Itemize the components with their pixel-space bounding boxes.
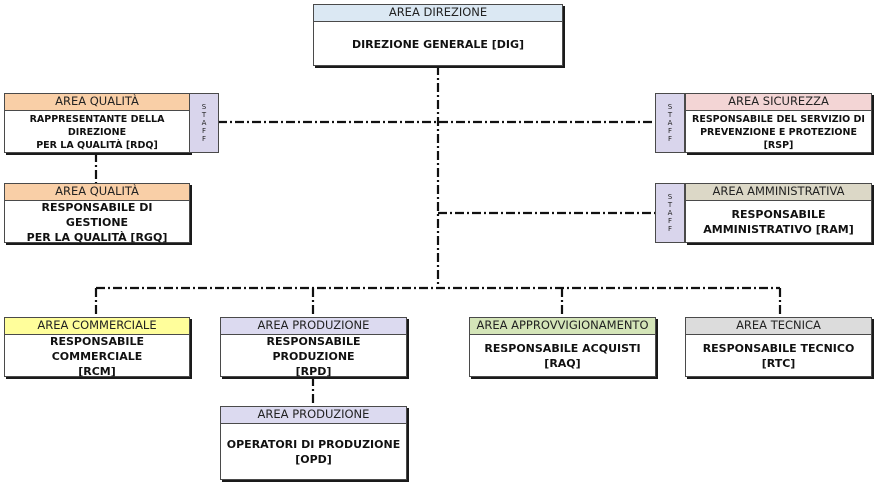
area-header: AREA SICUREZZA	[686, 94, 871, 111]
role-title: RESPONSABILE AMMINISTRATIVO [RAM]	[703, 208, 854, 236]
box-rdq: AREA QUALITÀ RAPPRESENTANTE DELLA DIREZI…	[4, 93, 190, 153]
box-rsp: AREA SICUREZZA RESPONSABILE DEL SERVIZIO…	[685, 93, 872, 153]
staff-letter: S	[201, 103, 207, 111]
role-title: RESPONSABILE DI GESTIONE PER LA QUALITÀ …	[26, 200, 168, 244]
area-header: AREA QUALITÀ	[5, 94, 189, 111]
staff-letter: F	[667, 217, 673, 225]
staff-letter: F	[667, 127, 673, 135]
box-ram: AREA AMMINISTRATIVA RESPONSABILE AMMINIS…	[685, 183, 872, 243]
area-header: AREA TECNICA	[686, 318, 871, 335]
staff-letter: S	[667, 103, 673, 111]
box-rgq: AREA QUALITÀ RESPONSABILE DI GESTIONE PE…	[4, 183, 190, 244]
staff-letter: S	[667, 193, 673, 201]
role-title: OPERATORI DI PRODUZIONE [OPD]	[226, 438, 401, 466]
box-rcm: AREA COMMERCIALE RESPONSABILE COMMERCIAL…	[4, 317, 190, 378]
staff-letter: F	[201, 127, 207, 135]
area-header: AREA QUALITÀ	[5, 184, 189, 201]
role-title: RESPONSABILE PRODUZIONE [RPD]	[266, 334, 361, 378]
staff-letter: F	[201, 135, 207, 143]
staff-letter: A	[667, 119, 673, 127]
box-dig: AREA DIREZIONE DIREZIONE GENERALE [DIG]	[313, 4, 563, 66]
box-raq: AREA APPROVVIGIONAMENTO RESPONSABILE ACQ…	[469, 317, 656, 377]
role-title: RAPPRESENTANTE DELLA DIREZIONE PER LA QU…	[29, 113, 165, 151]
box-opd: AREA PRODUZIONE OPERATORI DI PRODUZIONE …	[220, 406, 407, 480]
staff-letter: T	[667, 111, 673, 119]
role-title: RESPONSABILE DEL SERVIZIO DI PREVENZIONE…	[692, 113, 865, 151]
staff-letter: T	[201, 111, 207, 119]
staff-letter: F	[667, 135, 673, 143]
staff-letter: A	[667, 209, 673, 217]
role-title: RESPONSABILE TECNICO [RTC]	[702, 342, 855, 370]
role-title: RESPONSABILE ACQUISTI [RAQ]	[484, 342, 641, 370]
staff-letter: T	[667, 201, 673, 209]
area-header: AREA PRODUZIONE	[221, 318, 406, 335]
area-header: AREA AMMINISTRATIVA	[686, 184, 871, 201]
staff-letter: A	[201, 119, 207, 127]
area-header: AREA COMMERCIALE	[5, 318, 189, 335]
area-header: AREA DIREZIONE	[314, 5, 562, 22]
area-header: AREA APPROVVIGIONAMENTO	[470, 318, 655, 335]
area-header: AREA PRODUZIONE	[221, 407, 406, 424]
role-title: RESPONSABILE COMMERCIALE [RCM]	[50, 334, 144, 378]
role-title: DIREZIONE GENERALE [DIG]	[351, 37, 525, 51]
box-rpd: AREA PRODUZIONE RESPONSABILE PRODUZIONE …	[220, 317, 407, 378]
staff-letter: F	[667, 225, 673, 233]
box-rtc: AREA TECNICA RESPONSABILE TECNICO [RTC]	[685, 317, 872, 377]
